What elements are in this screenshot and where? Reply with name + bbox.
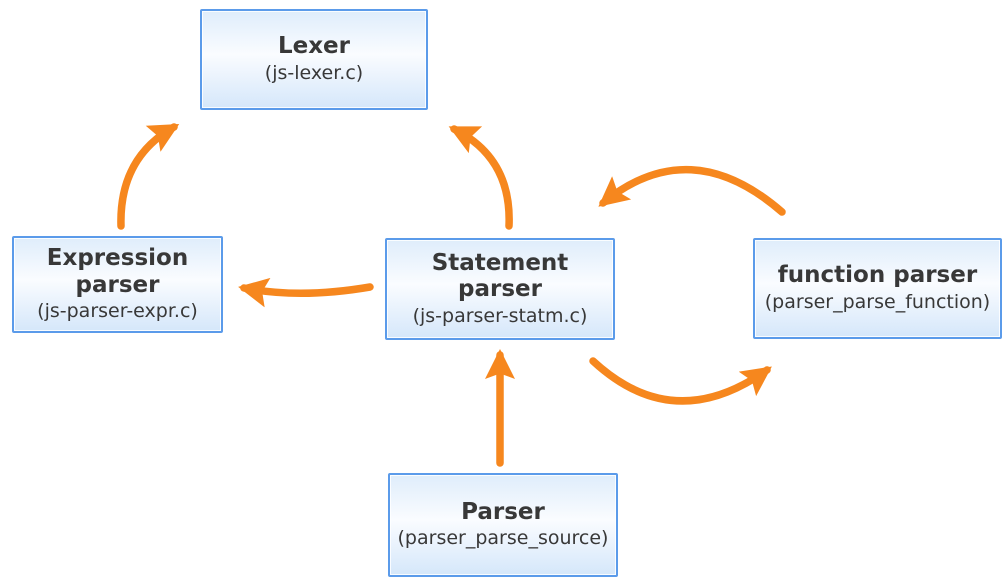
node-expression-parser: Expression parser (js-parser-expr.c) (12, 236, 223, 333)
node-function-parser-title: function parser (777, 262, 978, 289)
edge-expression-parser-to-lexer (117, 123, 180, 230)
node-function-parser-subtitle: (parser_parse_function) (764, 290, 991, 313)
node-function-parser: function parser (parser_parse_function) (753, 238, 1002, 339)
edge-statement-parser-to-lexer (448, 125, 513, 230)
node-statement-parser-title: Statement parser (431, 249, 569, 303)
node-statement-parser-subtitle: (js-parser-statm.c) (412, 304, 588, 327)
edge-function-parser-to-statement-parser (598, 165, 786, 216)
edge-statement-parser-to-expression-parser (238, 277, 374, 308)
node-statement-parser: Statement parser (js-parser-statm.c) (385, 238, 615, 340)
node-lexer-title: Lexer (277, 33, 351, 60)
node-lexer: Lexer (js-lexer.c) (200, 9, 428, 110)
node-parser-title: Parser (461, 498, 545, 525)
node-lexer-subtitle: (js-lexer.c) (264, 61, 364, 84)
edge-statement-parser-to-function-parser (589, 357, 772, 405)
node-expression-parser-title: Expression parser (46, 245, 189, 298)
node-parser: Parser (parser_parse_source) (388, 473, 618, 577)
node-expression-parser-subtitle: (js-parser-expr.c) (37, 300, 198, 323)
node-parser-subtitle: (parser_parse_source) (397, 527, 609, 550)
